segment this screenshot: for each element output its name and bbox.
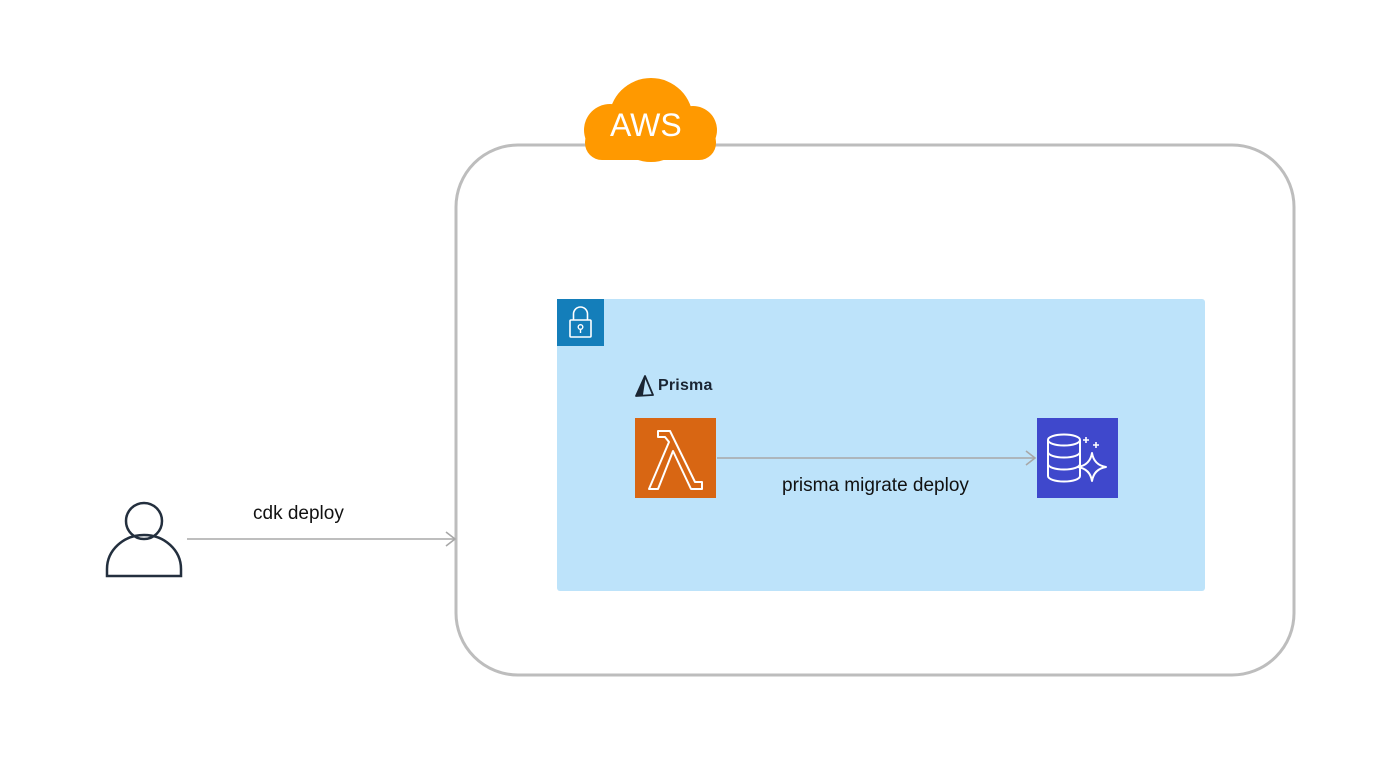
vpc-group xyxy=(557,299,1205,591)
prisma-logo-icon xyxy=(635,375,654,397)
user-icon xyxy=(105,501,183,578)
lock-icon xyxy=(557,299,604,346)
lambda-icon xyxy=(635,418,716,498)
cloud-icon xyxy=(584,78,717,162)
cdk-deploy-arrow xyxy=(187,531,457,547)
prisma-label: Prisma xyxy=(658,377,713,394)
aws-cloud-label: AWS xyxy=(610,107,682,143)
database-icon xyxy=(1037,418,1118,498)
cdk-deploy-label: cdk deploy xyxy=(253,503,344,524)
prisma-migrate-arrow xyxy=(717,450,1037,466)
prisma-migrate-label: prisma migrate deploy xyxy=(782,475,969,496)
